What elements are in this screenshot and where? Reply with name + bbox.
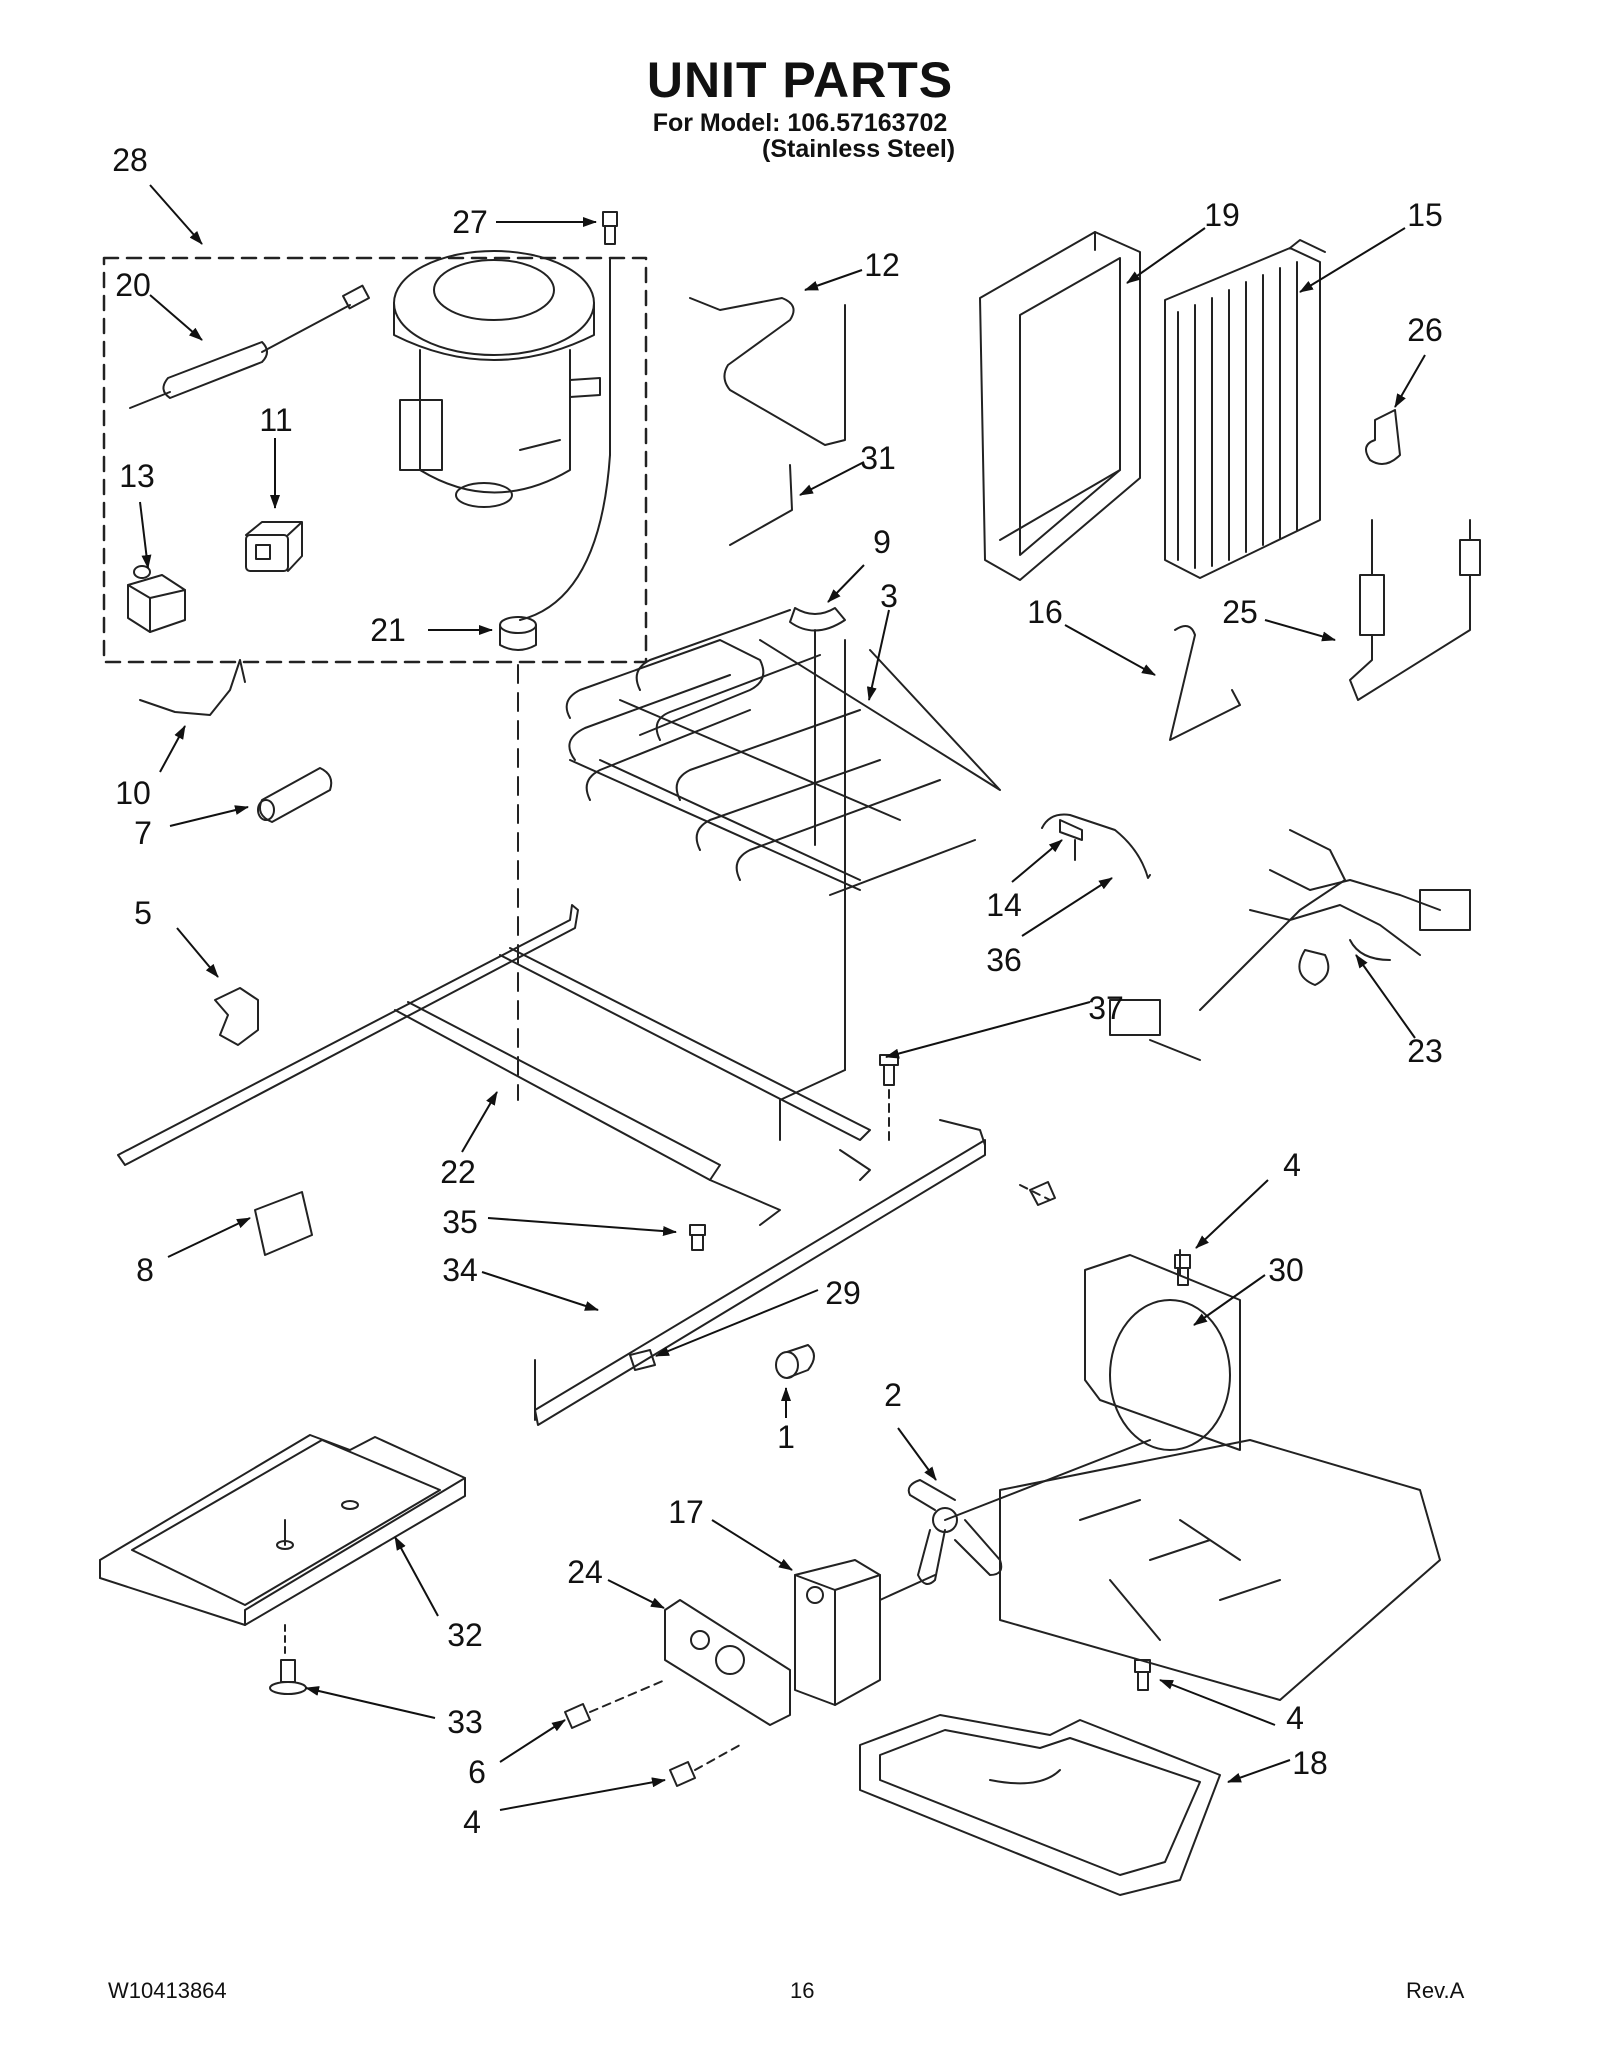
cover-32-part (99, 1434, 466, 1626)
drier-20-part (129, 284, 370, 409)
callout-14: 14 (986, 887, 1022, 923)
model-line: For Model: 106.57163702 (652, 109, 948, 137)
bracket-34-part (534, 1119, 986, 1426)
tube-36-part (1041, 813, 1151, 879)
screw-14-part (1059, 819, 1083, 861)
callout-32: 32 (447, 1617, 483, 1653)
callout-36: 36 (986, 942, 1022, 978)
callout-31: 31 (860, 440, 896, 476)
tube-31-part (729, 464, 793, 546)
callout-11: 11 (259, 402, 293, 438)
revision-label: Rev.A (1406, 1978, 1465, 2003)
callout-26: 26 (1407, 312, 1443, 348)
screw-6-part (564, 1703, 591, 1729)
callout-23: 23 (1407, 1033, 1443, 1069)
harness-23-part (1109, 829, 1471, 1061)
finish-line: (Stainless Steel) (762, 135, 956, 163)
callout-35: 35 (442, 1204, 478, 1240)
callout-29: 29 (825, 1275, 861, 1311)
callout-3: 3 (880, 578, 898, 614)
callout-4-top: 4 (1283, 1147, 1301, 1183)
document-number: W10413864 (108, 1978, 227, 2003)
callout-2: 2 (884, 1377, 902, 1413)
overload-11-part (245, 521, 303, 572)
callout-13: 13 (119, 458, 155, 494)
callout-20: 20 (115, 267, 151, 303)
screw-4b-part (1134, 1659, 1151, 1691)
callout-4-bottom: 4 (463, 1804, 481, 1840)
screw-35-part (689, 1224, 706, 1251)
clip-5-part (214, 987, 259, 1046)
screw-4a-part (1174, 1254, 1191, 1286)
callout-21: 21 (370, 612, 406, 648)
screw-27-part (519, 211, 618, 621)
evaporator-3-part (565, 609, 1001, 1141)
callout-16: 16 (1027, 594, 1063, 630)
callout-27: 27 (452, 204, 488, 240)
tube-12-part (689, 297, 846, 446)
callout-8: 8 (136, 1252, 154, 1288)
screw-4c-part (669, 1761, 696, 1787)
grommet-21-part (499, 616, 537, 651)
condenser-15-part (1164, 239, 1326, 579)
callout-4-right: 4 (1286, 1700, 1304, 1736)
callout-18: 18 (1292, 1745, 1328, 1781)
compressor-group-box (102, 256, 648, 664)
screw-29b-part (1029, 1181, 1056, 1206)
callout-34: 34 (442, 1252, 478, 1288)
base-panel-part (999, 1439, 1441, 1701)
callout-37: 37 (1088, 990, 1124, 1026)
shroud-19-part (979, 231, 1141, 581)
page-title: UNIT PARTS (646, 52, 954, 108)
callout-7: 7 (134, 815, 152, 851)
callout-10: 10 (115, 775, 151, 811)
callout-24: 24 (567, 1554, 603, 1590)
bracket-24-part (664, 1599, 791, 1726)
plug-33-part (269, 1624, 307, 1695)
drier-25-part (1349, 519, 1481, 701)
fan-shroud-30-part (1084, 1249, 1241, 1451)
bracket-26-part (1365, 409, 1401, 465)
clip-9-part (789, 607, 846, 632)
sleeve-7-part (257, 767, 333, 823)
wire-16-part (1169, 625, 1241, 741)
wire-10-part (139, 659, 246, 716)
part-1 (775, 1344, 815, 1379)
callout-19: 19 (1204, 197, 1240, 233)
insulation-8-part (254, 1191, 313, 1256)
fan-blade-2-part (907, 1439, 1151, 1585)
callout-9: 9 (873, 524, 891, 560)
relay-13-part (127, 565, 186, 633)
rail-22-part (117, 904, 871, 1226)
motor-17-part (794, 1559, 936, 1706)
callout-30: 30 (1268, 1252, 1304, 1288)
screw-37-part (879, 1054, 899, 1146)
callout-28: 28 (112, 142, 148, 178)
callout-5: 5 (134, 895, 152, 931)
callout-1: 1 (777, 1419, 795, 1455)
page-header: UNIT PARTS For Model: 106.57163702 (0, 52, 1600, 138)
callout-25: 25 (1222, 594, 1258, 630)
drain-pan-18-part (859, 1714, 1221, 1896)
callout-6: 6 (468, 1754, 486, 1790)
callout-15: 15 (1407, 197, 1443, 233)
callout-33: 33 (447, 1704, 483, 1740)
compressor-part (393, 250, 601, 508)
page-number: 16 (790, 1978, 815, 2003)
callout-12: 12 (864, 247, 900, 283)
screw-29-part (629, 1349, 656, 1371)
callout-17: 17 (668, 1494, 704, 1530)
callout-22: 22 (440, 1154, 476, 1190)
